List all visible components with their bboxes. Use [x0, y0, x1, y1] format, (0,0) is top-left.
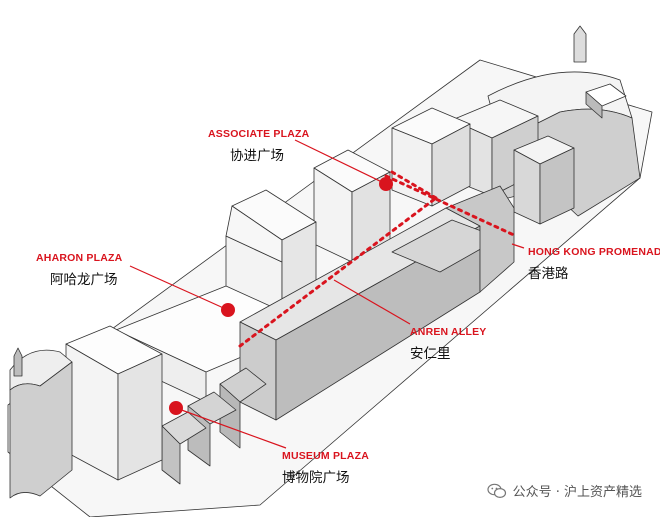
tower-east-side	[431, 123, 471, 207]
corner-pavilion-side	[585, 91, 603, 119]
leader-promenade	[511, 243, 525, 249]
route-associate-link	[390, 170, 438, 200]
white-block-side	[117, 353, 163, 481]
left-turret	[13, 347, 23, 377]
route-associate-to-promenade	[384, 174, 518, 238]
label-associate-plaza-cn: 协进广场	[230, 148, 284, 164]
label-anren-alley-cn: 安仁里	[410, 346, 451, 362]
label-museum-plaza-cn: 博物院广场	[282, 470, 350, 486]
label-museum-plaza-en: MUSEUM PLAZA	[282, 450, 369, 462]
leader-anren	[333, 279, 411, 325]
left-building-facade	[9, 361, 73, 499]
label-aharon-plaza-cn: 阿哈龙广场	[50, 272, 118, 288]
label-hong-kong-promenade-cn: 香港路	[528, 266, 569, 282]
watermark: 公众号 · 沪上资产精选	[486, 481, 642, 500]
label-anren-alley-en: ANREN ALLEY	[410, 326, 487, 338]
route-anren-alley	[238, 196, 438, 348]
label-associate-plaza-en: ASSOCIATE PLAZA	[208, 128, 310, 140]
right-block2-side	[539, 147, 575, 225]
corner-tower	[573, 25, 587, 63]
marker-museum-plaza	[169, 401, 183, 415]
label-hong-kong-promenade-en: HONG KONG PROMENADE	[528, 246, 660, 258]
wechat-icon	[486, 483, 506, 498]
watermark-text: 公众号 · 沪上资产精选	[512, 485, 642, 500]
leader-associate	[294, 139, 387, 185]
leader-aharon	[129, 265, 229, 311]
marker-aharon-plaza	[221, 303, 235, 317]
shop-row-east-facade	[445, 185, 515, 293]
leader-museum	[175, 407, 287, 449]
label-aharon-plaza-en: AHARON PLAZA	[36, 252, 123, 264]
marker-associate-plaza	[379, 177, 393, 191]
